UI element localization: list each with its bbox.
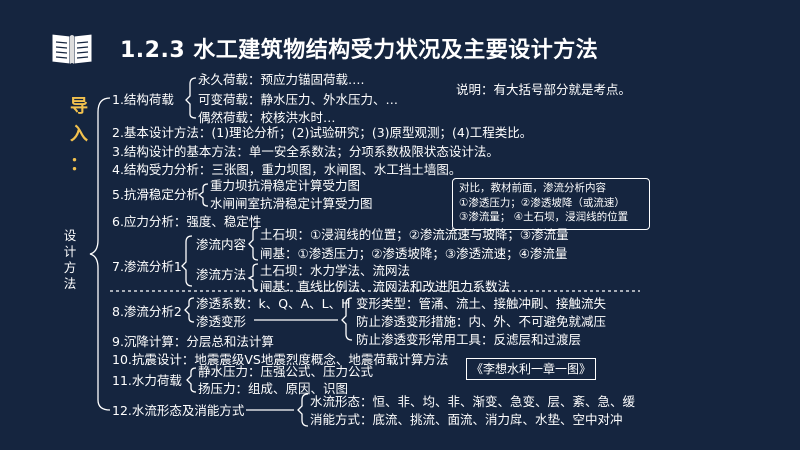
note-box-line-3: ③渗流量； ④土石坝，浸润线的位置: [459, 211, 629, 223]
lead-char-3: ：: [70, 154, 88, 175]
item-7-seepage-method: 渗流方法: [196, 267, 247, 282]
item-4-structural-force-analysis: 4.结构受力分析：三张图，重力坝图，水闸图、水工挡土墙图。: [112, 162, 462, 177]
item-8-permeability-coefficient: 渗透系数：k、Q、A、L、H: [196, 296, 351, 311]
item-8-seepage-deformation: 渗透变形: [196, 314, 247, 329]
reference-book-box: 《李想水利一章一图》: [466, 358, 596, 380]
item-6-stress-analysis: 6.应力分析：强度、稳定性: [112, 214, 262, 229]
item-7-earth-dam-method: 土石坝：水力学法、流网法: [260, 263, 411, 278]
item-1-permanent-load: 永久荷载：预应力锚固荷载….: [198, 72, 365, 87]
item-7-seepage-content: 渗流内容: [196, 237, 247, 252]
item-12-flow-patterns: 水流形态：恒、非、均、非、渐变、急变、层、紊、急、缓: [310, 394, 636, 409]
lead-char-1: 导: [70, 96, 88, 117]
item-9-settlement-calculation: 9.沉降计算：分层总和法计算: [112, 334, 274, 349]
open-book-icon: [51, 33, 93, 65]
item-5-gravity-dam-diagram: 重力坝抗滑稳定计算受力图: [210, 178, 361, 193]
item-1-variable-load: 可变荷载：静水压力、外水压力、…: [198, 92, 399, 107]
design-methods-label: 设计方法: [63, 228, 77, 291]
item-12-flow-pattern-energy-dissipation: 12.水流形态及消能方式: [112, 403, 245, 418]
item-11-hydraulic-load: 11.水力荷载: [112, 373, 182, 388]
note-box-line-2: ①渗透压力；②渗透坡降（或流速）: [459, 196, 625, 209]
exam-note: 说明：有大括号部分就是考点。: [456, 82, 632, 97]
item-11-hydrostatic-pressure: 静水压力：压强公式、压力公式: [198, 364, 374, 379]
item-8-prevention-measures: 防止渗透变形措施：内、外、不可避免就减压: [356, 314, 607, 329]
page-title: 1.2.3 水工建筑物结构受力状况及主要设计方法: [120, 38, 599, 63]
comparison-note-box: 对比，教材前面，渗流分析内容 ①渗透压力；②渗透坡降（或流速） ③渗流量； ④土…: [452, 178, 650, 230]
item-11-uplift-pressure: 扬压力：组成、原因、识图: [198, 381, 349, 396]
note-box-line-1: 对比，教材前面，渗流分析内容: [459, 182, 606, 194]
item-7-gate-foundation-content: 闸基：①渗透压力；②渗透坡降；③渗透流速；④渗流量: [260, 246, 568, 261]
item-2-basic-design-methods: 2.基本设计方法：(1)理论分析；(2)试验研究；(3)原型观测；(4)工程类比…: [112, 125, 533, 140]
item-7-seepage-analysis-1: 7.渗流分析1: [112, 259, 182, 274]
item-8-seepage-analysis-2: 8.渗流分析2: [112, 304, 182, 319]
item-1-accidental-load: 偶然荷载：校核洪水时…: [198, 110, 336, 125]
item-8-prevention-tools: 防止渗透变形常用工具：反滤层和过渡层: [356, 332, 582, 347]
lead-char-2: 入: [70, 124, 88, 145]
item-10-seismic-design: 10.抗震设计：地震震级VS地震烈度概念、地震荷载计算方法: [112, 352, 449, 367]
item-5-sluice-chamber-diagram: 水闸闸室抗滑稳定计算受力图: [210, 196, 373, 211]
item-7-earth-dam-content: 土石坝：①浸润线的位置；②渗流流速与坡降；③渗流量: [260, 227, 569, 242]
item-1-structural-load: 1.结构荷载: [112, 92, 174, 107]
item-8-deformation-types: 变形类型：管涌、流土、接触冲刷、接触流失: [356, 296, 607, 311]
item-3-structural-design-methods: 3.结构设计的基本方法：单一安全系数法；分项系数极限状态设计法。: [112, 144, 499, 159]
item-5-anti-slide-stability: 5.抗滑稳定分析: [112, 187, 199, 202]
item-12-energy-dissipation: 消能方式：底流、挑流、面流、消力戽、水垫、空中对冲: [310, 412, 623, 427]
item-7-gate-foundation-method: 闸基：直线比例法、流网法和改进阻力系数法: [260, 279, 511, 294]
